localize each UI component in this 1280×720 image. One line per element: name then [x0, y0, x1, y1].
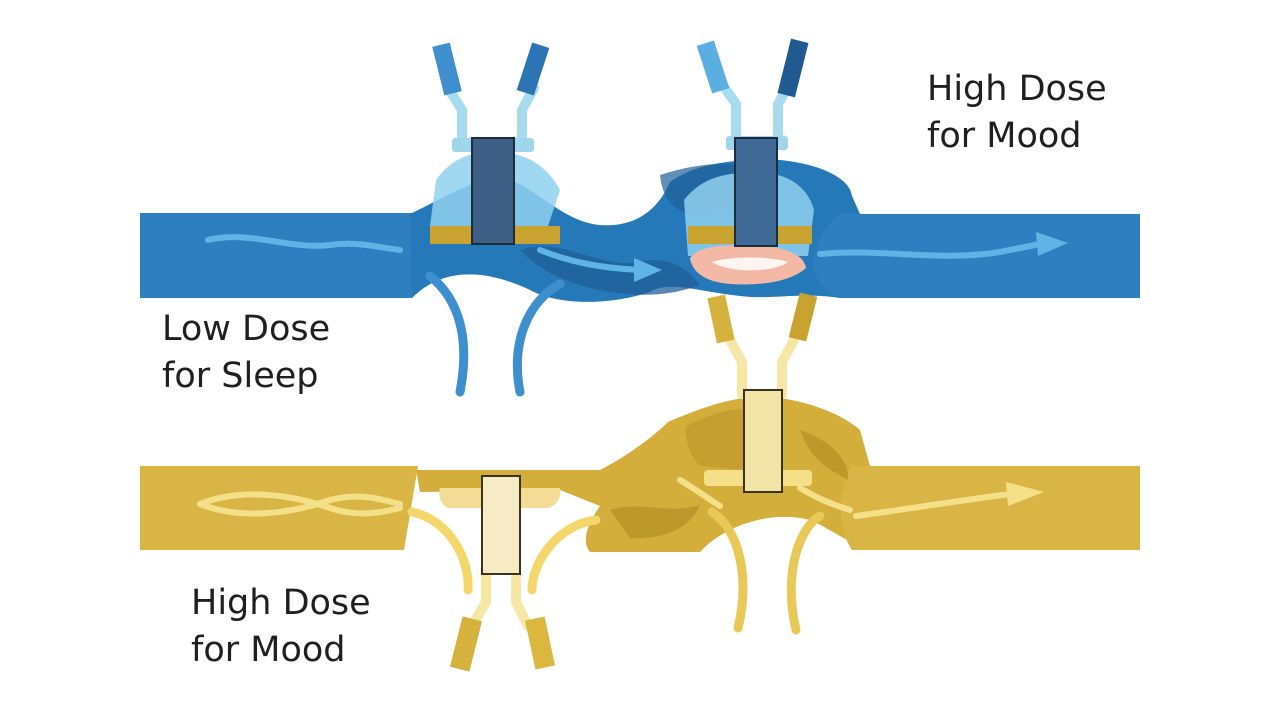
label-line-2: for Mood: [191, 630, 346, 670]
blue-stem-cap-left-1: [432, 42, 462, 96]
gold-crease-2: [800, 430, 849, 480]
gold-valve-block-left: [481, 475, 521, 575]
label-low-dose-sleep: Low Dose for Sleep: [162, 306, 330, 400]
blue-stem-cap-right-2: [777, 38, 809, 98]
blue-valve-block-left: [471, 137, 515, 245]
gold-arrow-inner-1: [677, 477, 723, 509]
blue-arrow-wave-right: [817, 241, 1043, 259]
gold-arrow-inner-2: [797, 485, 853, 513]
gold-drain-tubes: [407, 507, 825, 635]
blue-stem-cap-right-1: [696, 40, 730, 94]
gold-crease-1: [610, 505, 700, 539]
label-line-2: for Mood: [927, 116, 1082, 156]
blue-arrow-head-right: [1036, 232, 1068, 256]
gold-crease-3: [685, 409, 744, 470]
blue-flow-arrows: [205, 234, 1043, 273]
gold-valve-stem-right: [725, 335, 799, 399]
gold-stem-cap-right-1: [707, 294, 735, 344]
gold-valve-stem-left: [467, 567, 533, 631]
gold-stem-cap-left-2: [525, 616, 555, 670]
blue-arrow-head-mid: [634, 258, 662, 282]
gold-flow-arrows: [197, 477, 1013, 519]
gold-arrow-wave-left-2: [197, 493, 403, 517]
gold-stem-cap-left-1: [450, 616, 482, 672]
blue-drain-tubes: [425, 271, 565, 397]
blue-salmon-core: [712, 257, 788, 271]
blue-arrow-wave-mid: [537, 247, 643, 273]
blue-channel-left: [140, 213, 430, 298]
gold-stem-cap-right-2: [788, 292, 818, 342]
gold-valve-block-right: [743, 389, 783, 493]
label-line-1: Low Dose: [162, 309, 331, 349]
gold-arrow-wave-right: [853, 491, 1013, 519]
label-line-2: for Sleep: [162, 356, 319, 396]
gold-channel-left: [140, 466, 418, 550]
label-line-1: High Dose: [191, 583, 371, 623]
gold-channel-right: [840, 466, 1140, 550]
label-high-dose-mood-top: High Dose for Mood: [927, 66, 1107, 160]
label-high-dose-mood-bottom: High Dose for Mood: [191, 580, 371, 674]
blue-valve-stem-left: [443, 83, 539, 147]
gold-arrow-head-right: [1006, 482, 1044, 506]
blue-flow-system: [140, 38, 1140, 397]
gold-arrow-wave-left: [197, 491, 403, 517]
gold-flow-system: [140, 292, 1140, 672]
label-line-1: High Dose: [927, 69, 1107, 109]
blue-valve-block-right: [734, 137, 778, 247]
blue-stem-cap-left-2: [516, 42, 550, 96]
blue-arrow-wave-left: [205, 234, 403, 253]
